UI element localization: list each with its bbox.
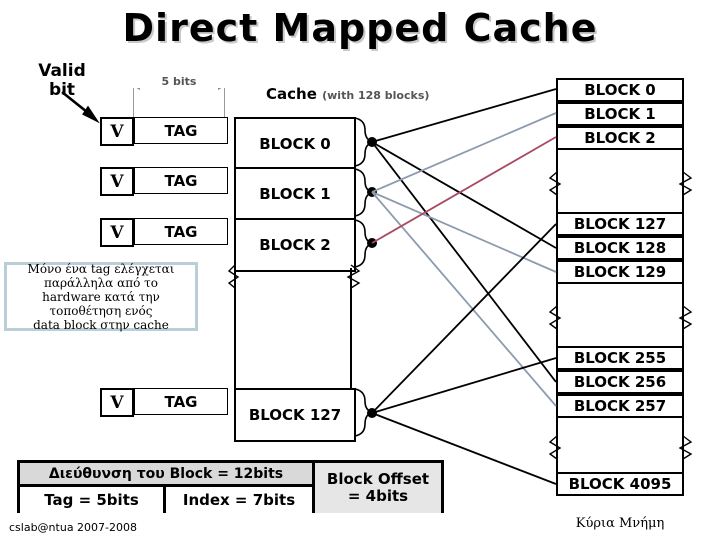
tag-width-tick-right — [224, 76, 225, 122]
five-bits-label: 5 bits — [133, 75, 225, 88]
valid-bit-label: Valid bit — [22, 62, 102, 100]
cache-block-127[interactable]: BLOCK 127 — [234, 388, 356, 442]
tag-width-measure: 5 bits — [133, 75, 225, 92]
address-breakdown: Διεύθυνση του Block = 12bits Tag = 5bits… — [17, 460, 444, 513]
wires-from-cache-block-2 — [371, 136, 557, 244]
memory-block-129[interactable]: BLOCK 129 — [556, 260, 684, 284]
address-block-address-label: Διεύθυνση του Block = 12bits — [48, 465, 284, 482]
cache-block-0[interactable]: BLOCK 0 — [234, 117, 356, 171]
wires-from-cache-block-0 — [371, 88, 557, 383]
cache-valid-bit-0[interactable]: V — [100, 117, 134, 146]
memory-block-127[interactable]: BLOCK 127 — [556, 212, 684, 236]
memory-block-4095[interactable]: BLOCK 4095 — [556, 472, 684, 496]
cache-caption: Cache (with 128 blocks) — [266, 85, 429, 103]
memory-block-0[interactable]: BLOCK 0 — [556, 78, 684, 102]
cache-column-left-edge — [234, 268, 236, 390]
cache-column-right-edge — [350, 268, 352, 390]
memory-gap-2 — [556, 284, 684, 346]
address-block-address-field: Διεύθυνση του Block = 12bits — [20, 463, 315, 487]
address-block-offset-field: Block Offset = 4bits — [315, 463, 441, 513]
memory-block-2[interactable]: BLOCK 2 — [556, 126, 684, 150]
address-block-offset-line2: = 4bits — [347, 487, 409, 505]
tag-width-tick-left — [133, 76, 134, 122]
cache-valid-bit-127[interactable]: V — [100, 388, 134, 417]
page-title: Direct Mapped Cache — [122, 6, 598, 50]
address-index-label: Index = 7bits — [182, 491, 296, 509]
memory-block-1[interactable]: BLOCK 1 — [556, 102, 684, 126]
cache-tag-0[interactable]: TAG — [134, 117, 228, 144]
main-memory-caption: Κύρια Μνήμη — [575, 516, 665, 531]
cache-junction-dots — [367, 137, 377, 418]
address-tag-field: Tag = 5bits — [20, 487, 166, 513]
cache-caption-main: Cache — [266, 85, 317, 103]
address-block-offset-line1: Block Offset — [326, 470, 430, 488]
cache-tag-2[interactable]: TAG — [134, 218, 228, 245]
memory-block-128[interactable]: BLOCK 128 — [556, 236, 684, 260]
cache-brace-connectors — [354, 117, 374, 437]
valid-bit-label-line2: bit — [48, 80, 76, 100]
cache-caption-sub: (with 128 blocks) — [322, 89, 430, 102]
memory-block-256[interactable]: BLOCK 256 — [556, 370, 684, 394]
cache-block-2[interactable]: BLOCK 2 — [234, 218, 356, 272]
address-index-field: Index = 7bits — [166, 487, 315, 513]
cache-valid-bit-1[interactable]: V — [100, 167, 134, 196]
cache-valid-bit-2[interactable]: V — [100, 218, 134, 247]
memory-block-255[interactable]: BLOCK 255 — [556, 346, 684, 370]
memory-gap-3 — [556, 418, 684, 472]
cache-tag-1[interactable]: TAG — [134, 167, 228, 194]
cache-block-1[interactable]: BLOCK 1 — [234, 167, 356, 221]
address-tag-label: Tag = 5bits — [44, 491, 139, 509]
cache-tag-127[interactable]: TAG — [134, 388, 228, 415]
memory-gap-1 — [556, 150, 684, 212]
footer-credit: cslab@ntua 2007-2008 — [9, 521, 138, 534]
memory-block-257[interactable]: BLOCK 257 — [556, 394, 684, 418]
wires-from-cache-block-1 — [371, 112, 557, 407]
wires-from-cache-block-127 — [371, 223, 557, 485]
valid-bit-label-line1: Valid — [38, 61, 86, 81]
